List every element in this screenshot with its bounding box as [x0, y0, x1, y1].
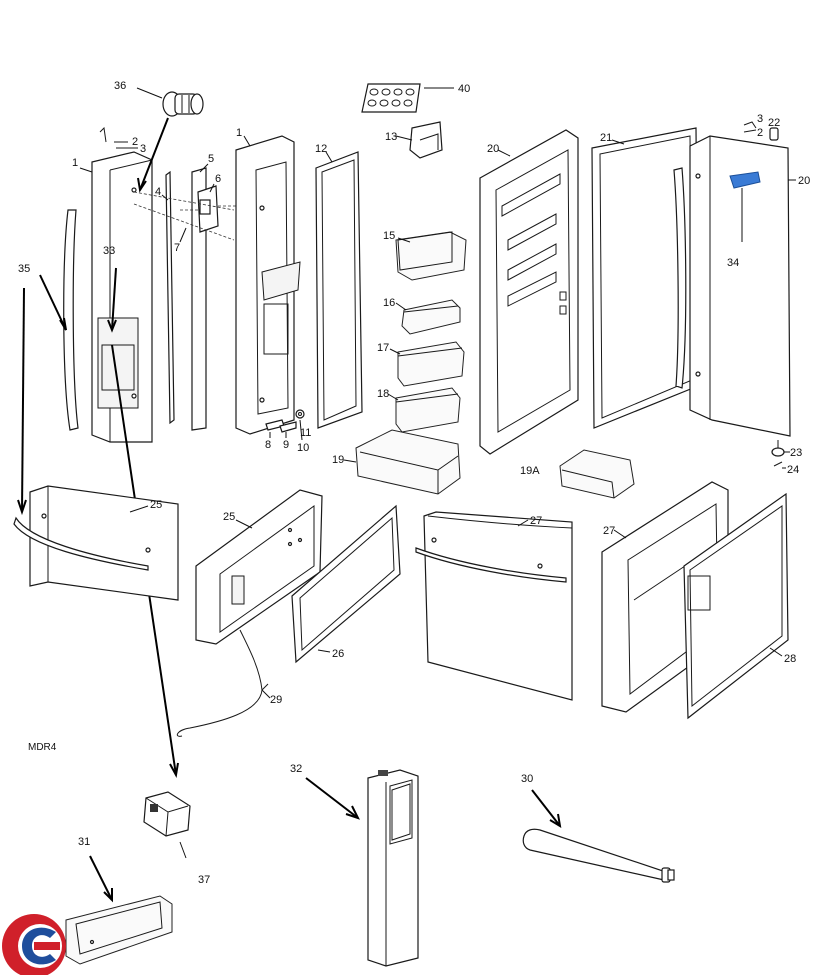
part-40-egg-tray [361, 83, 454, 113]
part-31-tray [65, 895, 173, 965]
label-19a: 19A [520, 465, 540, 477]
label-3b: 3 [757, 113, 763, 125]
label-8: 8 [265, 439, 271, 451]
part-36-hinge-pin [136, 87, 204, 117]
label-7: 7 [174, 242, 180, 254]
label-25b: 25 [223, 511, 235, 523]
part-15-bin [395, 231, 467, 281]
label-40: 40 [458, 83, 470, 95]
part-19-door-bin [343, 429, 461, 495]
label-1a: 1 [72, 157, 78, 169]
part-27-drawer-front [415, 511, 573, 701]
brand-logo [2, 914, 66, 975]
label-1b: 1 [236, 127, 242, 139]
label-25a: 25 [150, 499, 162, 511]
part-21-door-gasket [591, 127, 699, 429]
part-35-vertical-handle [63, 209, 79, 431]
arrow-35-b [21, 287, 25, 513]
arrow-36 [139, 117, 169, 191]
part-2-3-screws-left [99, 126, 138, 149]
label-20b: 20 [798, 175, 810, 187]
label-36: 36 [114, 80, 126, 92]
label-20a: 20 [487, 143, 499, 155]
label-33: 33 [103, 245, 115, 257]
label-4: 4 [155, 186, 161, 198]
label-3a: 3 [140, 143, 146, 155]
part-4-strip [161, 170, 175, 425]
label-2b: 2 [757, 127, 763, 139]
label-2a: 2 [132, 136, 138, 148]
part-right-vertical-handle [673, 167, 687, 389]
part-29-wire-harness [176, 629, 271, 737]
label-23: 23 [790, 447, 802, 459]
part-13-bracket [395, 121, 443, 159]
label-29: 29 [270, 694, 282, 706]
part-5-frame [191, 163, 209, 431]
label-24: 24 [787, 464, 799, 476]
label-15: 15 [383, 230, 395, 242]
part-30-water-tube [522, 828, 675, 883]
label-37: 37 [198, 874, 210, 886]
label-31: 31 [78, 836, 90, 848]
part-20-outer-door [689, 135, 796, 437]
part-26-drawer-gasket [291, 504, 401, 664]
arrow-32 [305, 777, 359, 819]
label-26: 26 [332, 648, 344, 660]
part-37-switch [143, 791, 191, 859]
part-34-blue-label [729, 171, 761, 242]
label-22: 22 [768, 117, 780, 129]
part-16-bin [395, 299, 461, 335]
label-34: 34 [727, 257, 739, 269]
label-27a: 27 [530, 515, 542, 527]
part-25-drawer-inner [195, 489, 323, 645]
part-32-dispenser-panel [367, 769, 419, 967]
label-11: 11 [300, 427, 311, 439]
part-2-3-22-screws-right [743, 121, 779, 141]
label-12: 12 [315, 143, 327, 155]
label-16: 16 [383, 297, 395, 309]
part-12-door-gasket [315, 151, 363, 429]
part-18-bin [387, 387, 461, 433]
part-28-drawer-gasket [683, 492, 789, 720]
label-9: 9 [283, 439, 289, 451]
label-27b: 27 [603, 525, 615, 537]
part-20-inner-liner [479, 129, 579, 455]
diagram-code: MDR4 [28, 742, 57, 753]
label-18: 18 [377, 388, 389, 400]
arrow-33 [111, 267, 117, 331]
label-30: 30 [521, 773, 533, 785]
label-5: 5 [208, 153, 214, 165]
arrow-30 [531, 789, 561, 827]
label-13: 13 [385, 131, 397, 143]
label-35: 35 [18, 263, 30, 275]
part-8-11-hardware [265, 409, 305, 441]
label-10: 10 [297, 442, 309, 454]
label-21: 21 [600, 132, 612, 144]
label-32: 32 [290, 763, 302, 775]
part-19a-door-bin [559, 449, 635, 499]
label-19: 19 [332, 454, 344, 466]
part-25-drawer-front [13, 485, 179, 601]
part-1-inner-door-liner [235, 135, 301, 435]
arrow-31 [89, 855, 113, 901]
part-6-7-hinge-bracket [179, 183, 240, 243]
label-6: 6 [215, 173, 221, 185]
label-28: 28 [784, 653, 796, 665]
label-17: 17 [377, 342, 389, 354]
part-23-24-hinge [771, 440, 790, 469]
part-1-left-door-outer [79, 151, 153, 443]
arrow-35-a [39, 274, 67, 331]
part-17-bin [389, 341, 465, 387]
